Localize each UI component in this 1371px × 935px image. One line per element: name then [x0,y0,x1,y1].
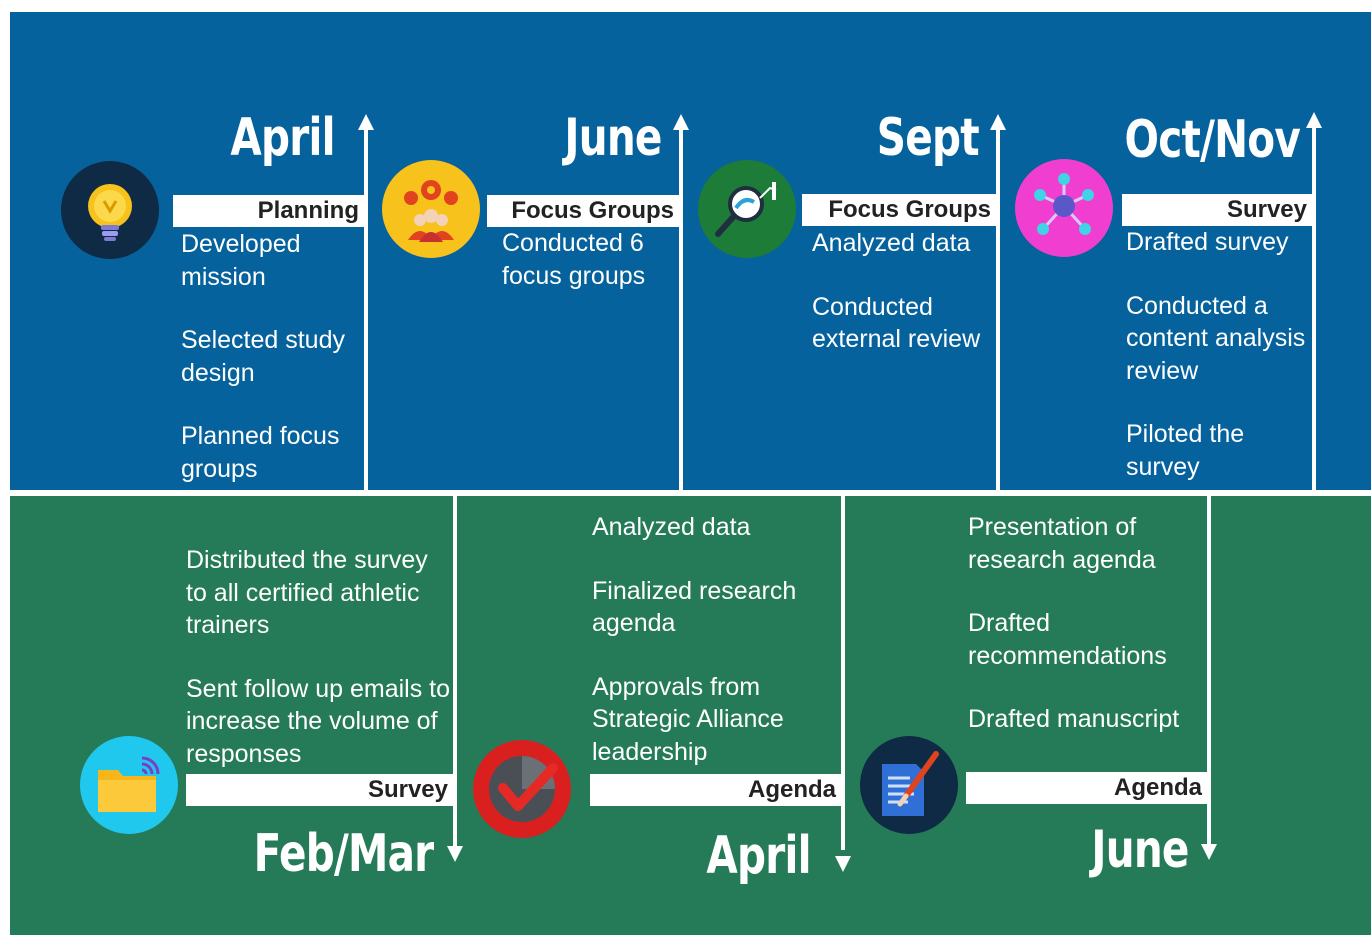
stage-tag: Survey [1122,194,1313,226]
stage-item: Developed mission [181,230,301,291]
stage-items: Presentation of research agenda Drafted … [968,511,1204,736]
stage-tag: Agenda [966,772,1208,804]
document-pen-icon [860,736,958,834]
timeline-axis-line [364,128,368,492]
stage-month: April [230,108,336,168]
stage-month: Oct/Nov [1124,110,1300,170]
timeline-axis-line [679,128,683,492]
stage-items: Developed mission Selected study design … [181,228,361,485]
stage-tag: Survey [186,774,454,806]
lightbulb-icon [61,161,159,259]
stage-item: Drafted manuscript [968,705,1180,733]
stage-tag: Focus Groups [487,195,680,227]
stage-items: Drafted survey Conducted a content analy… [1126,226,1311,483]
folder-signal-icon [80,736,178,834]
arrow-up-icon [1306,112,1322,128]
top-band [10,12,1371,490]
stage-item: Drafted recommendations [968,609,1167,670]
stage-month: April [706,826,812,886]
stage-items: Conducted 6 focus groups [502,227,672,292]
stage-item: Selected study design [181,326,345,387]
timeline-axis-line [996,128,1000,492]
timeline-axis-line [1207,494,1211,844]
magnifier-analysis-icon [698,160,796,258]
network-icon [1015,159,1113,257]
stage-item: Presentation of research agenda [968,513,1156,574]
stage-month: Sept [876,108,980,168]
stage-item: Distributed the survey to all certified … [186,546,428,639]
stage-tag: Planning [173,195,365,227]
bottom-band [10,496,1371,935]
arrow-down-icon [1201,844,1217,860]
stage-item: Drafted survey [1126,228,1289,256]
stage-month: Feb/Mar [253,824,433,884]
stage-item: Conducted external review [812,292,981,354]
stage-item: Conducted a content analysis review [1126,291,1306,385]
stage-items: Analyzed data Finalized research agenda … [592,511,832,768]
arrow-down-icon [447,846,463,862]
arrow-up-icon [990,114,1006,130]
stage-item: Piloted the survey [1126,420,1245,481]
stage-items: Analyzed data Conducted external review [812,227,992,356]
stage-item: Planned focus groups [181,422,340,483]
timeline-axis-line [453,494,457,850]
stage-tag: Focus Groups [802,194,997,226]
arrow-down-icon [835,856,851,872]
timeline-axis-line [1312,128,1316,492]
stage-item: Sent follow up emails to increase the vo… [186,674,451,768]
stage-item: Finalized research agenda [592,576,797,638]
stage-item: Analyzed data [812,229,971,257]
timeline-axis-line [841,494,845,850]
stage-month: June [564,108,663,168]
stage-item: Analyzed data [592,513,751,541]
arrow-up-icon [358,114,374,130]
stage-items: Distributed the survey to all certified … [186,544,452,770]
stage-item: Approvals from Strategic Alliance leader… [592,672,784,766]
arrow-up-icon [673,114,689,130]
stage-month: June [1091,820,1190,880]
stage-item: Conducted 6 focus groups [502,229,646,290]
team-ideas-icon [382,160,480,258]
checkmark-icon [473,740,571,838]
stage-tag: Agenda [590,774,842,806]
